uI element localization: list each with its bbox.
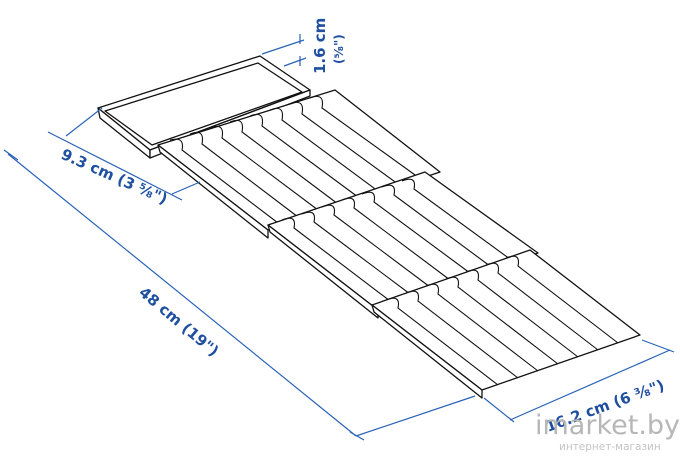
- length-dimension-line: [3, 149, 476, 441]
- watermark: imarket.by интернет-магазин: [535, 410, 680, 453]
- panel-ribs-top: [169, 95, 423, 227]
- ribbed-panel-front: [371, 249, 641, 399]
- panel-ribs-middle: [281, 178, 515, 305]
- panel-ribs-front: [385, 255, 619, 386]
- dimension-lines: [3, 34, 675, 441]
- ribbed-panel-middle: [267, 171, 539, 319]
- watermark-brand: imarket.by: [535, 410, 680, 441]
- slope-dimension-line: [47, 107, 201, 201]
- tray-drawing: [97, 55, 641, 399]
- height-dimension-line: [261, 34, 307, 67]
- height-label: 1.6 cm: [311, 18, 329, 74]
- width-dimension-line: [483, 339, 675, 423]
- length-label: 48 cm (19"): [135, 283, 222, 360]
- height-inch-label: (⁵⁄₈"): [332, 34, 346, 64]
- watermark-tagline: интернет-магазин: [559, 441, 661, 453]
